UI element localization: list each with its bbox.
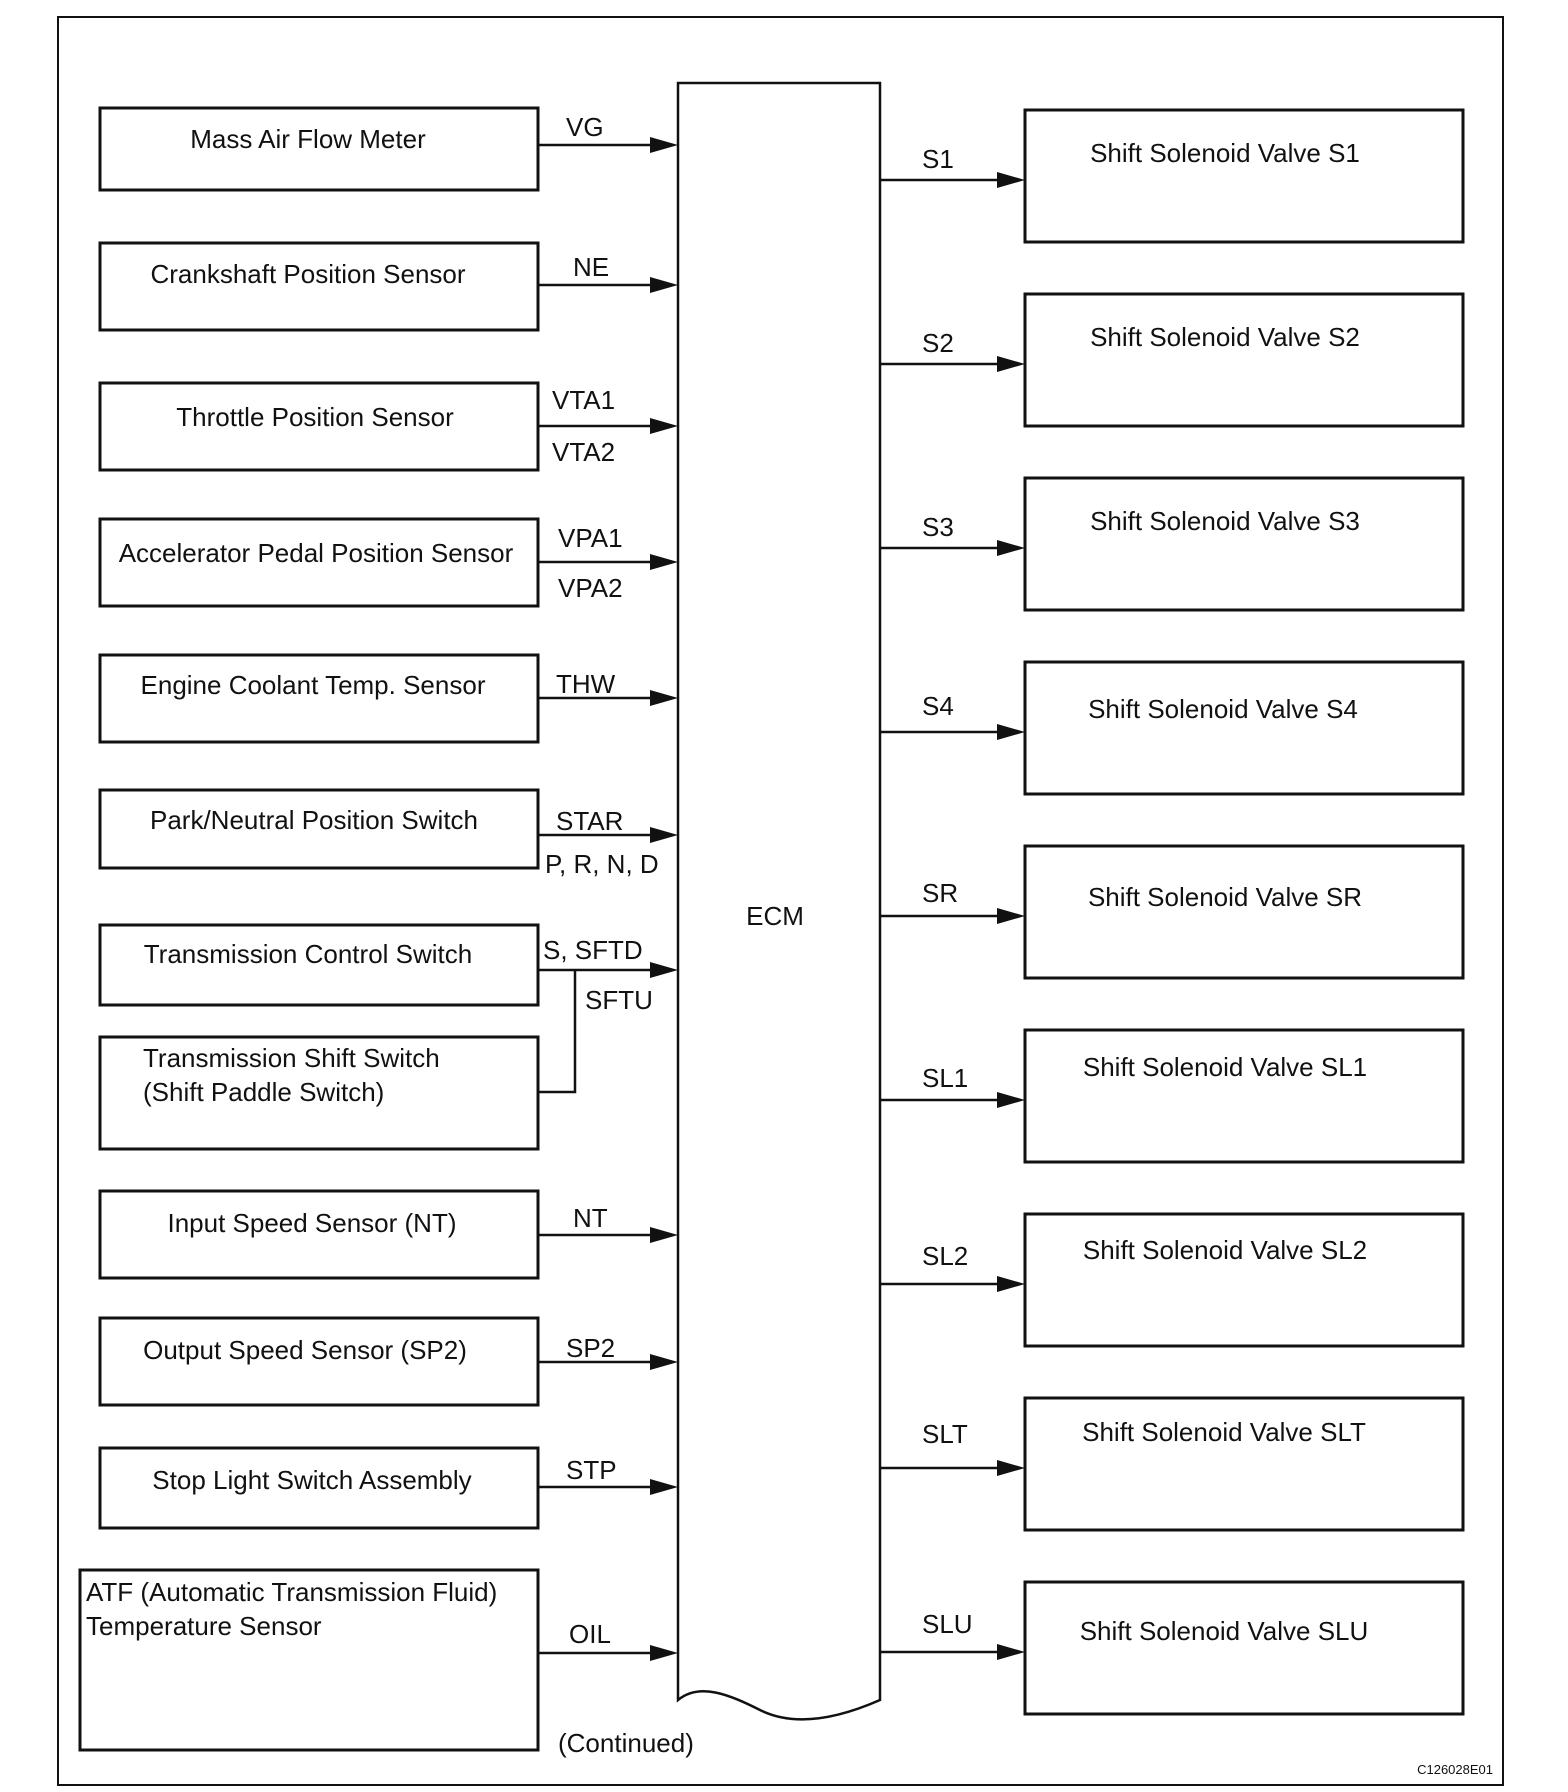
input-wires: [538, 137, 678, 1661]
output-shift-solenoid-valve-slu: Shift Solenoid Valve SLU: [1023, 1580, 1465, 1716]
signal-s3: S3: [922, 512, 954, 542]
input-transmission-shift-switch: Transmission Shift Switch (Shift Paddle …: [98, 1035, 540, 1151]
signal-vpa2: VPA2: [558, 573, 623, 603]
signal-thw: THW: [556, 669, 616, 699]
signal-slt: SLT: [922, 1419, 968, 1449]
svg-text:Shift Solenoid Valve SL1: Shift Solenoid Valve SL1: [1083, 1052, 1367, 1082]
signal-star: STAR: [556, 806, 623, 836]
svg-text:Accelerator Pedal Position Sen: Accelerator Pedal Position Sensor: [119, 538, 514, 568]
signal-slu: SLU: [922, 1609, 973, 1639]
svg-text:Temperature Sensor: Temperature Sensor: [86, 1611, 322, 1641]
svg-text:Output Speed Sensor (SP2): Output Speed Sensor (SP2): [143, 1335, 467, 1365]
svg-text:Shift Solenoid Valve SLT: Shift Solenoid Valve SLT: [1082, 1417, 1366, 1447]
input-input-speed-sensor: Input Speed Sensor (NT): [98, 1189, 540, 1280]
input-atf-temperature-sensor: ATF (Automatic Transmission Fluid) Tempe…: [78, 1568, 540, 1752]
signal-nt: NT: [573, 1203, 608, 1233]
svg-text:Engine Coolant Temp. Sensor: Engine Coolant Temp. Sensor: [141, 670, 486, 700]
svg-text:Shift Solenoid Valve S3: Shift Solenoid Valve S3: [1090, 506, 1360, 536]
svg-text:Shift Solenoid Valve SL2: Shift Solenoid Valve SL2: [1083, 1235, 1367, 1265]
diagram-frame: [57, 16, 1504, 1786]
output-shift-solenoid-valve-s4: Shift Solenoid Valve S4: [1023, 660, 1465, 796]
svg-text:Mass Air Flow Meter: Mass Air Flow Meter: [190, 124, 426, 154]
svg-text:Throttle Position Sensor: Throttle Position Sensor: [176, 402, 454, 432]
signal-sl2: SL2: [922, 1241, 968, 1271]
input-engine-coolant-temp-sensor: Engine Coolant Temp. Sensor: [98, 653, 540, 744]
figure-code: C126028E01: [1417, 1762, 1493, 1777]
input-crankshaft-position-sensor: Crankshaft Position Sensor: [98, 241, 540, 332]
output-shift-solenoid-valve-sr: Shift Solenoid Valve SR: [1023, 844, 1465, 980]
signal-s4: S4: [922, 691, 954, 721]
signal-sl1: SL1: [922, 1063, 968, 1093]
output-wires: [880, 172, 1025, 1660]
output-shift-solenoid-valve-sl2: Shift Solenoid Valve SL2: [1023, 1212, 1465, 1348]
svg-text:Shift Solenoid Valve S1: Shift Solenoid Valve S1: [1090, 138, 1360, 168]
input-output-speed-sensor: Output Speed Sensor (SP2): [98, 1316, 540, 1407]
signal-s-sftd: S, SFTD: [543, 935, 643, 965]
signal-stp: STP: [566, 1455, 617, 1485]
svg-text:Input Speed Sensor (NT): Input Speed Sensor (NT): [167, 1208, 456, 1238]
signal-vta2: VTA2: [552, 437, 615, 467]
input-transmission-control-switch: Transmission Control Switch: [98, 923, 540, 1007]
svg-text:Shift Solenoid Valve SR: Shift Solenoid Valve SR: [1088, 882, 1362, 912]
input-accelerator-pedal-position-sensor: Accelerator Pedal Position Sensor: [98, 517, 540, 608]
signal-vg: VG: [566, 112, 604, 142]
signal-sp2: SP2: [566, 1333, 615, 1363]
output-shift-solenoid-valve-sl1: Shift Solenoid Valve SL1: [1023, 1028, 1465, 1164]
signal-sr: SR: [922, 878, 958, 908]
signal-sftu: SFTU: [585, 985, 653, 1015]
svg-text:Crankshaft Position Sensor: Crankshaft Position Sensor: [150, 259, 465, 289]
output-shift-solenoid-valve-s1: Shift Solenoid Valve S1: [1023, 108, 1465, 244]
output-shift-solenoid-valve-s3: Shift Solenoid Valve S3: [1023, 476, 1465, 612]
svg-text:Transmission Shift Switch: Transmission Shift Switch: [143, 1043, 440, 1073]
signal-s1: S1: [922, 144, 954, 174]
signal-ne: NE: [573, 252, 609, 282]
svg-text:Transmission Control Switch: Transmission Control Switch: [144, 939, 472, 969]
output-shift-solenoid-valve-slt: Shift Solenoid Valve SLT: [1023, 1396, 1465, 1532]
ecm-label: ECM: [746, 901, 804, 931]
svg-text:Shift Solenoid Valve S4: Shift Solenoid Valve S4: [1088, 694, 1358, 724]
svg-text:ATF (Automatic Transmission Fl: ATF (Automatic Transmission Fluid): [86, 1577, 497, 1607]
signal-vta1: VTA1: [552, 385, 615, 415]
input-throttle-position-sensor: Throttle Position Sensor: [98, 381, 540, 472]
signal-vpa1: VPA1: [558, 523, 623, 553]
input-park-neutral-position-switch: Park/Neutral Position Switch: [98, 788, 540, 870]
signal-s2: S2: [922, 328, 954, 358]
signal-oil: OIL: [569, 1619, 611, 1649]
signal-p-r-n-d: P, R, N, D: [545, 849, 659, 879]
ecm-block: [676, 81, 882, 1721]
svg-text:Shift Solenoid Valve S2: Shift Solenoid Valve S2: [1090, 322, 1360, 352]
input-stop-light-switch-assembly: Stop Light Switch Assembly: [98, 1446, 540, 1530]
input-mass-air-flow-meter: Mass Air Flow Meter: [98, 106, 540, 192]
svg-text:Park/Neutral Position Switch: Park/Neutral Position Switch: [150, 805, 478, 835]
svg-text:Shift Solenoid Valve SLU: Shift Solenoid Valve SLU: [1080, 1616, 1369, 1646]
output-shift-solenoid-valve-s2: Shift Solenoid Valve S2: [1023, 292, 1465, 428]
svg-text:(Shift Paddle Switch): (Shift Paddle Switch): [143, 1077, 384, 1107]
svg-text:Stop Light Switch Assembly: Stop Light Switch Assembly: [152, 1465, 471, 1495]
continued-label: (Continued): [558, 1728, 694, 1758]
